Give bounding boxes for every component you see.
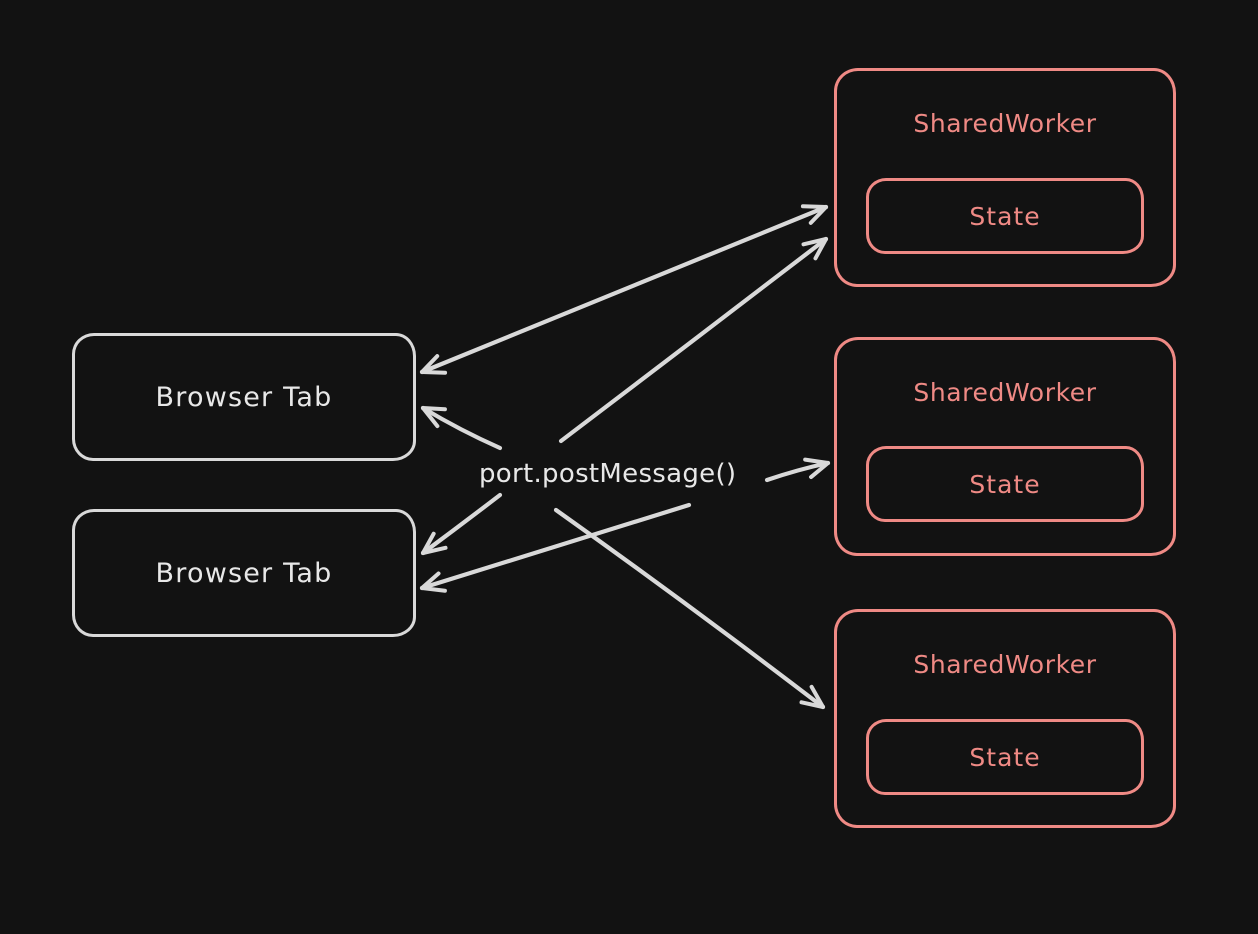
shared-worker-2-title: SharedWorker bbox=[913, 378, 1097, 407]
shared-worker-3-state-label: State bbox=[969, 742, 1041, 772]
shared-worker-1-state-label: State bbox=[969, 201, 1041, 231]
shared-worker-1-state[interactable]: State bbox=[866, 178, 1144, 254]
shared-worker-3-title: SharedWorker bbox=[913, 650, 1097, 679]
browser-tab-1[interactable]: Browser Tab bbox=[72, 333, 416, 461]
browser-tab-2[interactable]: Browser Tab bbox=[72, 509, 416, 637]
shared-worker-3-state[interactable]: State bbox=[866, 719, 1144, 795]
shared-worker-1-title: SharedWorker bbox=[913, 109, 1097, 138]
shared-worker-2-state-label: State bbox=[969, 469, 1041, 499]
shared-worker-2-state[interactable]: State bbox=[866, 446, 1144, 522]
browser-tab-2-label: Browser Tab bbox=[155, 557, 333, 589]
browser-tab-1-label: Browser Tab bbox=[155, 381, 333, 413]
port-post-message-label: port.postMessage() bbox=[479, 459, 737, 489]
